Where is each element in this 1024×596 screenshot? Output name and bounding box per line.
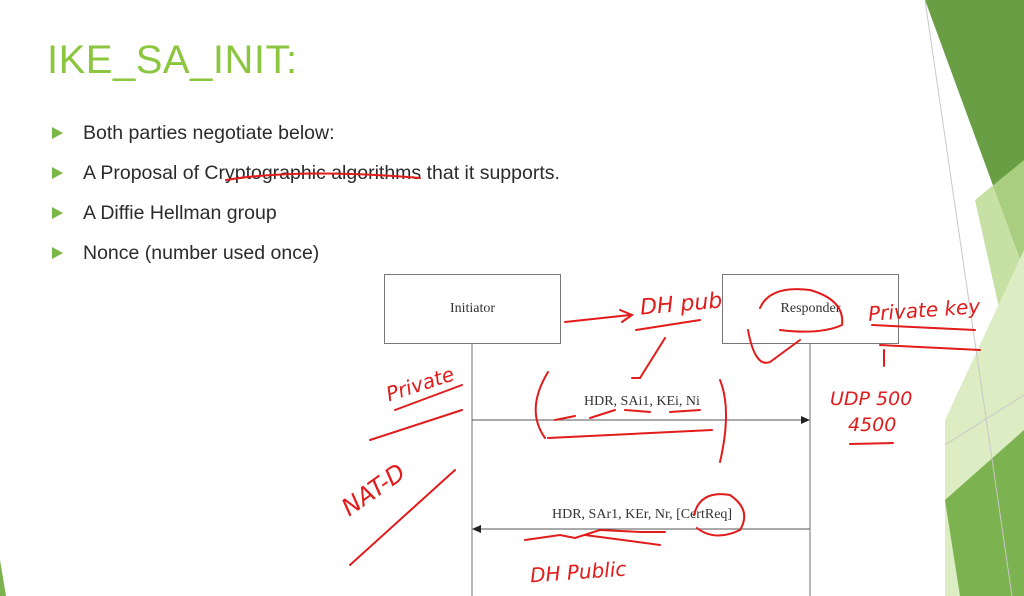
slide-title: IKE_SA_INIT: xyxy=(47,38,298,82)
initiator-label: Initiator xyxy=(449,301,496,316)
bullet-triangle-icon xyxy=(52,127,63,139)
bullet-text: Nonce (number used once) xyxy=(83,241,320,264)
bullet-item: A Diffie Hellman group xyxy=(52,193,560,233)
message-1-label: HDR, SAi1, KEi, Ni xyxy=(584,394,700,409)
bullet-list: Both parties negotiate below: A Proposal… xyxy=(52,113,560,273)
arrowhead-icon xyxy=(801,416,810,424)
arrowhead-icon xyxy=(472,525,481,533)
initiator-box: Initiator xyxy=(384,274,561,344)
bullet-triangle-icon xyxy=(52,167,63,179)
bullet-text: Both parties negotiate below: xyxy=(83,121,335,144)
bullet-item: Nonce (number used once) xyxy=(52,233,560,273)
bullet-triangle-icon xyxy=(52,247,63,259)
bullet-text: A Diffie Hellman group xyxy=(83,201,277,224)
bullet-item: Both parties negotiate below: xyxy=(52,113,560,153)
annotation-port: 4500 xyxy=(848,414,897,436)
responder-label: Responder xyxy=(780,301,841,316)
annotation-udp: UDP 500 xyxy=(830,388,913,410)
message-2-label: HDR, SAr1, KEr, Nr, [CertReq] xyxy=(552,507,733,522)
bullet-triangle-icon xyxy=(52,207,63,219)
